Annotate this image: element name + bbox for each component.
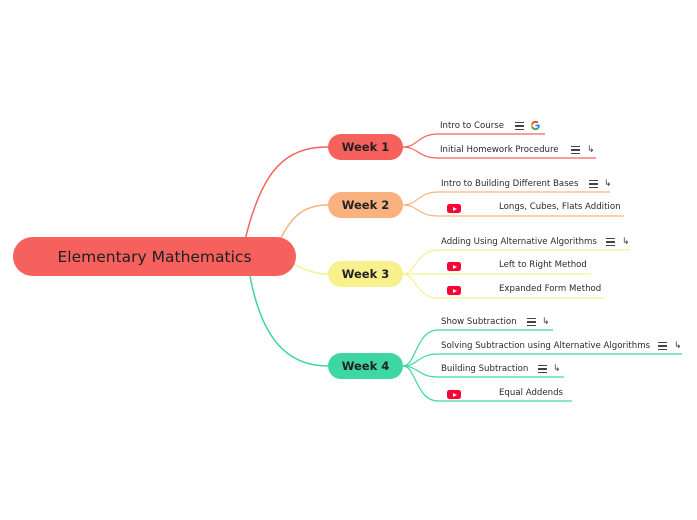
link-icon[interactable]: ↳ — [587, 145, 595, 155]
topic-label: Left to Right Method — [499, 260, 587, 270]
topic-left-to-right-method[interactable]: Left to Right Method — [499, 259, 587, 271]
google-icon[interactable] — [530, 120, 541, 133]
week4-branch-4 — [402, 365, 572, 402]
week-1-node[interactable]: Week 1 — [328, 134, 403, 160]
topic-label: Solving Subtraction using Alternative Al… — [441, 341, 651, 351]
week-2-node[interactable]: Week 2 — [328, 192, 403, 218]
notes-icon[interactable] — [571, 146, 580, 155]
topic-solving-subtraction[interactable]: Solving Subtraction using Alternative Al… — [441, 340, 650, 352]
root-week3-connector — [294, 264, 329, 275]
link-icon[interactable]: ↳ — [542, 317, 550, 327]
topic-label: Initial Homework Procedure — [440, 145, 559, 155]
topic-intro-building-bases[interactable]: Intro to Building Different Bases — [441, 178, 578, 190]
week4-branch-1 — [402, 329, 553, 367]
root-node[interactable]: Elementary Mathematics — [13, 237, 296, 276]
topic-label: Intro to Building Different Bases — [441, 179, 579, 189]
week4-branch-3 — [402, 365, 564, 378]
youtube-icon[interactable] — [447, 262, 461, 271]
youtube-icon[interactable] — [447, 204, 461, 213]
week-3-label: Week 3 — [341, 267, 390, 281]
topic-label: Longs, Cubes, Flats Addition — [499, 202, 621, 212]
topic-label: Building Subtraction — [441, 364, 529, 374]
root-week4-connector — [249, 275, 329, 367]
root-week1-connector — [244, 146, 329, 241]
topic-label: Intro to Course — [440, 121, 505, 131]
notes-icon[interactable] — [527, 318, 536, 327]
topic-intro-to-course[interactable]: Intro to Course — [440, 120, 504, 132]
topic-label: Expanded Form Method — [499, 284, 602, 294]
week1-branch-1 — [402, 133, 545, 148]
youtube-icon[interactable] — [447, 286, 461, 295]
week4-branch-2 — [402, 353, 682, 367]
notes-icon[interactable] — [606, 238, 615, 247]
topic-expanded-form-method[interactable]: Expanded Form Method — [499, 283, 601, 295]
root-week2-connector — [279, 204, 329, 241]
topic-initial-homework-procedure[interactable]: Initial Homework Procedure — [440, 144, 559, 156]
topic-label: Show Subtraction — [441, 317, 517, 327]
link-icon[interactable]: ↳ — [553, 364, 561, 374]
week-2-label: Week 2 — [341, 198, 390, 212]
topic-label: Adding Using Alternative Algorithms — [441, 237, 597, 247]
notes-icon[interactable] — [589, 180, 598, 189]
topic-equal-addends[interactable]: Equal Addends — [499, 387, 563, 399]
link-icon[interactable]: ↳ — [674, 341, 682, 351]
notes-icon[interactable] — [515, 122, 524, 131]
week3-branch-1 — [402, 249, 630, 275]
topic-label: Equal Addends — [499, 388, 564, 398]
week3-branch-3 — [402, 273, 604, 299]
link-icon[interactable]: ↳ — [604, 179, 612, 189]
notes-icon[interactable] — [658, 342, 667, 351]
youtube-icon[interactable] — [447, 390, 461, 399]
topic-show-subtraction[interactable]: Show Subtraction — [441, 316, 517, 328]
link-icon[interactable]: ↳ — [622, 237, 630, 247]
notes-icon[interactable] — [538, 365, 547, 374]
week-4-label: Week 4 — [341, 359, 390, 373]
root-label: Elementary Mathematics — [57, 247, 252, 266]
week-1-label: Week 1 — [341, 140, 390, 154]
week2-branch-2 — [402, 204, 624, 217]
topic-adding-alternative-algorithms[interactable]: Adding Using Alternative Algorithms — [441, 236, 597, 248]
week-3-node[interactable]: Week 3 — [328, 261, 403, 287]
week1-branch-2 — [402, 146, 596, 159]
week2-branch-1 — [402, 191, 610, 206]
topic-building-subtraction[interactable]: Building Subtraction — [441, 363, 528, 375]
topic-longs-cubes-flats[interactable]: Longs, Cubes, Flats Addition — [499, 201, 621, 213]
week-4-node[interactable]: Week 4 — [328, 353, 403, 379]
